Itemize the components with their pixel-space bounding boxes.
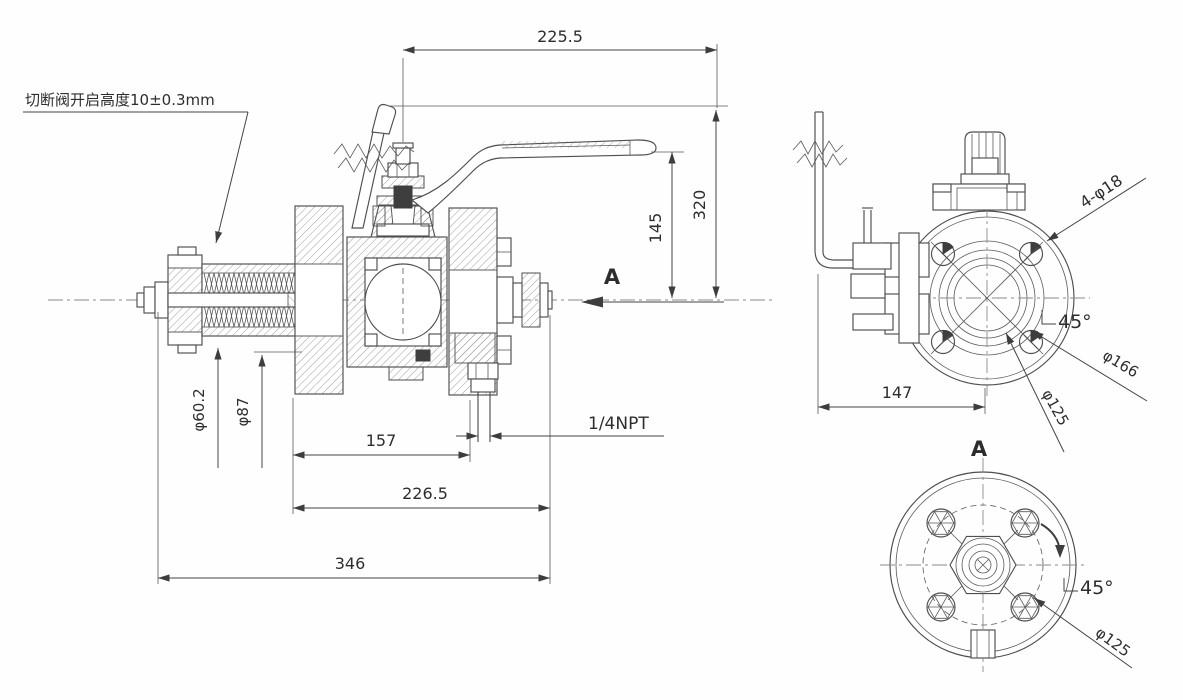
dim-225-5-text: 225.5 bbox=[537, 27, 583, 46]
bolt-holes-text: 4-φ18 bbox=[1076, 171, 1126, 212]
callout-bolt-holes: 4-φ18 bbox=[1046, 171, 1147, 242]
dim-147: 147 bbox=[817, 274, 986, 414]
lever-handle bbox=[410, 139, 657, 214]
dim-157: 157 bbox=[293, 431, 470, 459]
main-view-dimensions: 切断阀开启高度10±0.3mm 225.5 320 145 A bbox=[23, 27, 728, 584]
dim-dia-87: φ87 bbox=[234, 351, 302, 468]
dim-226-5: 226.5 bbox=[293, 484, 550, 512]
dim-handle-length: 225.5 bbox=[402, 27, 718, 142]
dim-346: 346 bbox=[158, 554, 550, 582]
drain-callout: 1/4NPT bbox=[456, 414, 664, 440]
drain-fitting bbox=[454, 332, 499, 442]
drain-label-text: 1/4NPT bbox=[588, 414, 649, 434]
dim-346-text: 346 bbox=[335, 554, 366, 573]
dim-145-text: 145 bbox=[646, 213, 665, 244]
angle-45-end: 45° bbox=[1040, 523, 1114, 599]
angle-45-side: 45° bbox=[1041, 310, 1092, 333]
dim-dia-60-2-text: φ60.2 bbox=[190, 388, 208, 431]
opening-height-callout: 切断阀开启高度10±0.3mm bbox=[23, 91, 249, 244]
opening-height-text: 切断阀开启高度10±0.3mm bbox=[25, 91, 215, 109]
main-section-view bbox=[48, 103, 772, 442]
angle-45-side-text: 45° bbox=[1058, 311, 1092, 333]
section-view-arrow: A bbox=[581, 265, 724, 308]
view-a-label: A bbox=[971, 437, 988, 461]
side-view: 147 4-φ18 45° φ166 φ125 bbox=[792, 111, 1148, 453]
stem-assembly bbox=[372, 142, 434, 237]
dim-dia-125-side-text: φ125 bbox=[1038, 386, 1072, 428]
left-flange bbox=[294, 205, 348, 395]
dim-dia-60-2: φ60.2 bbox=[190, 348, 222, 468]
end-view-a: A bbox=[880, 437, 1134, 672]
dim-147-text: 147 bbox=[882, 383, 913, 402]
dim-total-height: 320 bbox=[390, 105, 728, 298]
dim-handle-height: 145 bbox=[646, 151, 684, 298]
dim-dia-125-end: φ125 bbox=[1033, 597, 1134, 669]
dim-dia-87-text: φ87 bbox=[234, 398, 252, 427]
center-hex-nut bbox=[949, 535, 1017, 595]
section-label-a: A bbox=[604, 265, 621, 289]
handle-lock-bracket bbox=[333, 103, 415, 229]
dim-157-text: 157 bbox=[366, 431, 397, 450]
dim-226-5-text: 226.5 bbox=[402, 484, 448, 503]
bottom-plug bbox=[970, 629, 996, 659]
stem-grip bbox=[932, 131, 1026, 211]
mounting-bracket bbox=[792, 111, 930, 344]
angle-45-end-text: 45° bbox=[1080, 577, 1114, 599]
outlet-union bbox=[496, 272, 553, 328]
dim-320-text: 320 bbox=[690, 190, 709, 221]
